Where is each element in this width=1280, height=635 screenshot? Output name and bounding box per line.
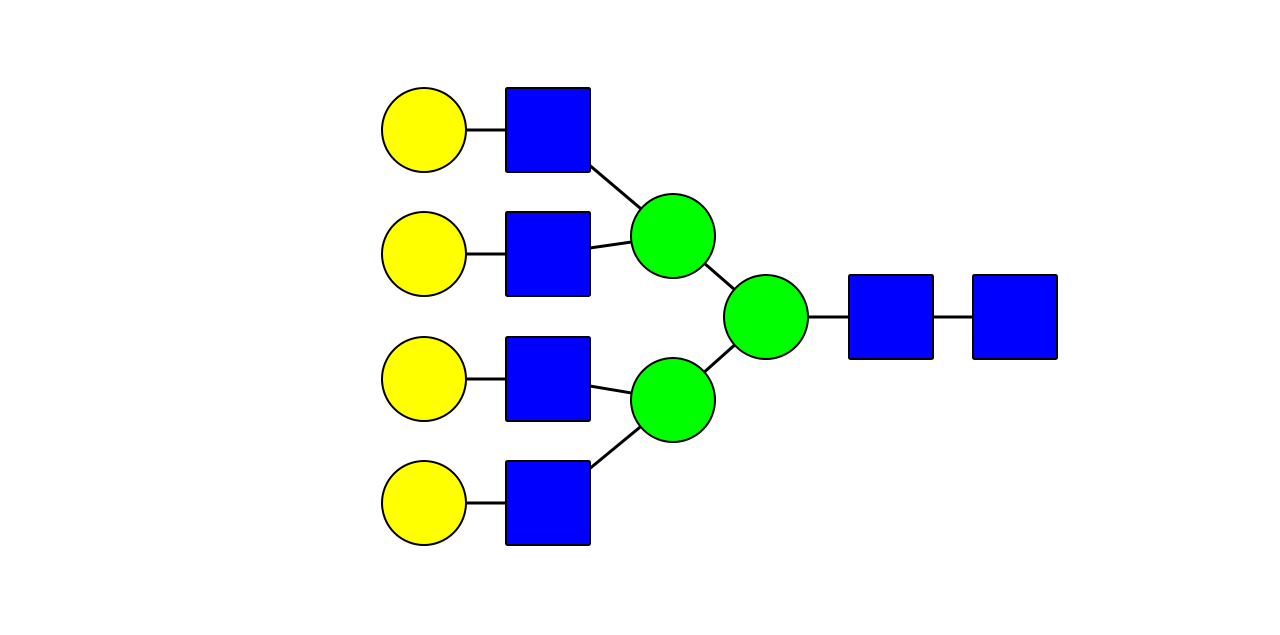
antenna-2-square-blue-square (505, 211, 591, 297)
reducing-square-blue-square (972, 274, 1058, 360)
antenna-3-square-blue-square (505, 336, 591, 422)
antenna-2-circle-yellow-circle (381, 211, 467, 297)
antenna-3-circle-yellow-circle (381, 336, 467, 422)
antenna-4-circle-yellow-circle (381, 460, 467, 546)
upper-branch-circle-green-circle (630, 193, 716, 279)
antenna-1-square-blue-square (505, 87, 591, 173)
residues (381, 87, 1058, 546)
core-square-blue-square (848, 274, 934, 360)
antenna-1-circle-yellow-circle (381, 87, 467, 173)
lower-branch-circle-green-circle (630, 357, 716, 443)
antenna-4-square-blue-square (505, 460, 591, 546)
core-circle-green-circle (723, 274, 809, 360)
